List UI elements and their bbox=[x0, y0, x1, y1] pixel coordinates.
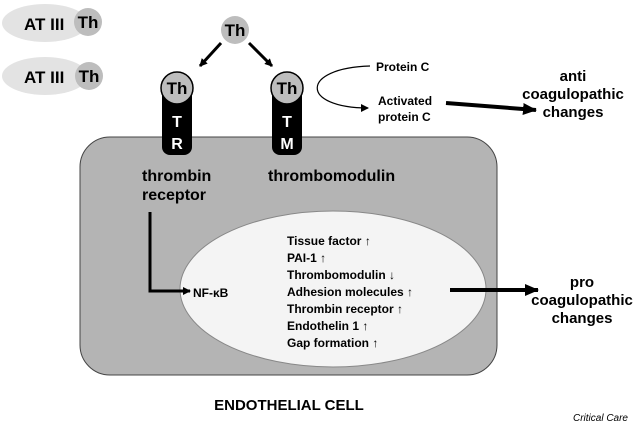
at3-label: AT III bbox=[24, 15, 64, 34]
pro-outcome-label: pro bbox=[570, 274, 594, 291]
activated-protein-c-label: Activated bbox=[378, 94, 432, 108]
thrombin-receptor-label: thrombin bbox=[142, 168, 211, 185]
nucleus-effect-item: Thrombin receptor ↑ bbox=[287, 302, 403, 316]
nucleus-effect-item: Thrombomodulin ↓ bbox=[287, 268, 395, 282]
effect-label: Endothelin 1 bbox=[287, 319, 359, 333]
nucleus-effect-item: Gap formation ↑ bbox=[287, 336, 378, 350]
effect-label: Thrombin receptor bbox=[287, 302, 394, 316]
receptor-body bbox=[162, 88, 192, 155]
at3-thrombin-complex: AT III Th bbox=[2, 57, 103, 95]
thrombin-label: Th bbox=[277, 79, 298, 98]
thrombin-circle bbox=[160, 71, 194, 105]
effect-direction-arrow: ↓ bbox=[389, 268, 395, 282]
anti-outcome-label: coagulopathic bbox=[522, 86, 624, 103]
anti-outcome-label: anti bbox=[560, 68, 587, 85]
arrow-to-thrombomodulin bbox=[247, 41, 274, 68]
thrombin-circle bbox=[221, 16, 249, 44]
receptor-letter: M bbox=[280, 136, 293, 153]
effect-direction-arrow: ↑ bbox=[365, 234, 371, 248]
effect-label: PAI-1 bbox=[287, 251, 317, 265]
thrombin-label: Th bbox=[225, 21, 246, 40]
pro-outcome-label: coagulopathic bbox=[531, 292, 633, 309]
thrombin-receptor-label: receptor bbox=[142, 187, 206, 204]
at3-label: AT III bbox=[24, 68, 64, 87]
thrombomodulin-receptor: Th T M bbox=[270, 71, 304, 155]
at3-shape bbox=[2, 57, 88, 95]
effect-label: Tissue factor bbox=[287, 234, 362, 248]
receptor-letter: R bbox=[171, 136, 183, 153]
protein-c-activation-arrow bbox=[316, 65, 371, 112]
anti-outcome-label: changes bbox=[543, 104, 604, 121]
effect-direction-arrow: ↑ bbox=[407, 285, 413, 299]
effect-label: Gap formation bbox=[287, 336, 369, 350]
effect-label: Thrombomodulin bbox=[287, 268, 386, 282]
thrombin-circle bbox=[270, 71, 304, 105]
effect-direction-arrow: ↑ bbox=[362, 319, 368, 333]
thrombin-circle bbox=[75, 62, 103, 90]
nucleus-effect-item: PAI-1 ↑ bbox=[287, 251, 326, 265]
effect-label: Adhesion molecules bbox=[287, 285, 404, 299]
nucleus-effect-item: Adhesion molecules ↑ bbox=[287, 285, 413, 299]
receptor-letter: T bbox=[172, 114, 182, 131]
effect-direction-arrow: ↑ bbox=[320, 251, 326, 265]
receptor-signal-arrow bbox=[148, 212, 191, 295]
activated-protein-c-label: protein C bbox=[378, 110, 431, 124]
thrombin-label: Th bbox=[167, 79, 188, 98]
thrombin-label: Th bbox=[78, 13, 99, 32]
receptor-body bbox=[272, 88, 302, 155]
nfkb-label: NF-κB bbox=[193, 286, 229, 300]
nucleus-effect-item: Endothelin 1 ↑ bbox=[287, 319, 368, 333]
at3-shape bbox=[2, 4, 88, 42]
effect-direction-arrow: ↑ bbox=[397, 302, 403, 316]
anti-arrow bbox=[445, 101, 537, 115]
at3-thrombin-complex: AT III Th bbox=[2, 4, 102, 42]
credit-label: Critical Care bbox=[573, 413, 628, 424]
pro-outcome-label: changes bbox=[552, 310, 613, 327]
arrow-to-receptor bbox=[198, 41, 223, 68]
thrombomodulin-label: thrombomodulin bbox=[268, 168, 395, 185]
nucleus-effects-list: Tissue factor ↑PAI-1 ↑Thrombomodulin ↓Ad… bbox=[287, 234, 413, 350]
free-thrombin: Th bbox=[221, 16, 249, 44]
protein-c-label: Protein C bbox=[376, 60, 430, 74]
thrombin-circle bbox=[74, 8, 102, 36]
thrombin-receptor: Th T R bbox=[160, 71, 194, 155]
nucleus-effect-item: Tissue factor ↑ bbox=[287, 234, 371, 248]
effect-direction-arrow: ↑ bbox=[372, 336, 378, 350]
thrombin-label: Th bbox=[79, 67, 100, 86]
cell-label: ENDOTHELIAL CELL bbox=[214, 397, 364, 414]
receptor-letter: T bbox=[282, 114, 292, 131]
